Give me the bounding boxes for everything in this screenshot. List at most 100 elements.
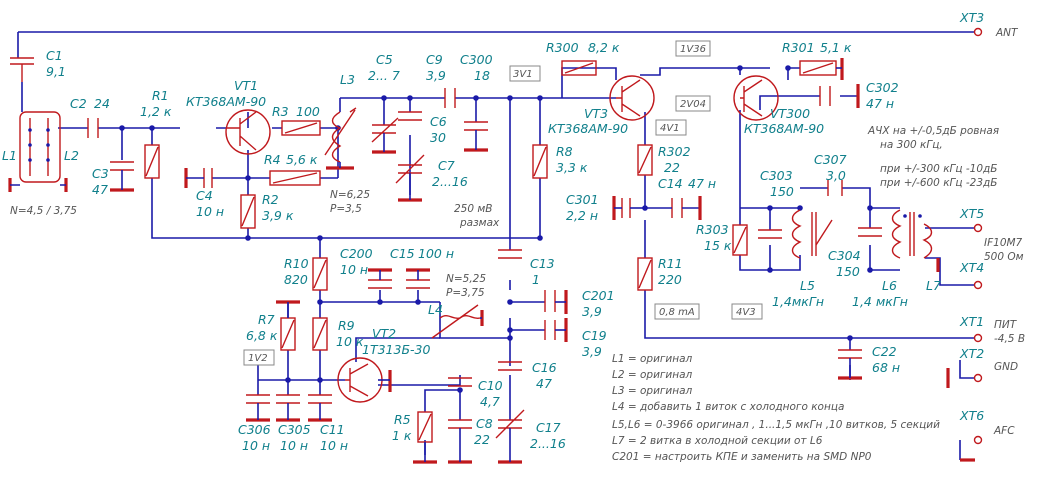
junctions <box>119 65 873 393</box>
r7-value: 6,8 к <box>246 328 278 343</box>
connector-labels: XT3 ANT XT5 IF10M7 500 Ом XT4 XT1 ПИТ -4… <box>959 10 1025 437</box>
c5-ref: C5 <box>376 52 393 67</box>
c301-value: 2,2 н <box>566 208 598 223</box>
c15-value: 100 н <box>418 246 454 261</box>
c8-value: 22 <box>474 432 490 447</box>
c3-ref: C3 <box>92 166 109 181</box>
c300-ref: C300 <box>460 52 493 67</box>
c17-ref: C17 <box>536 420 561 435</box>
c22-ref: C22 <box>872 344 897 359</box>
c306-ref: C306 <box>238 422 271 437</box>
component-labels: C1 9,1 C2 24 C3 47 R1 1,2 к VT1 КТ368АМ-… <box>2 40 941 453</box>
voltage-tags: 3V1 1V36 2V04 4V1 0,8 mA 4V3 1V2 <box>243 40 763 366</box>
vt300-value: КТ368АМ-90 <box>744 121 824 136</box>
r303-ref: R303 <box>696 222 729 237</box>
note-2: L2 = оригинал <box>612 369 693 381</box>
c300-value: 18 <box>474 68 490 83</box>
r5-ref: R5 <box>394 412 411 427</box>
r9-value: 10 к <box>336 334 364 349</box>
c303-ref: C303 <box>760 168 793 183</box>
vt3-value: КТ368АМ-90 <box>548 121 628 136</box>
c7-ref: C7 <box>438 158 455 173</box>
xt5-ref: XT5 <box>959 206 984 221</box>
c200-value: 10 н <box>340 262 368 277</box>
tag-1v2: 1V2 <box>248 353 268 364</box>
l3-pitch: P=3,5 <box>330 203 362 215</box>
c307-ref: C307 <box>814 152 847 167</box>
wires <box>17 31 975 460</box>
r5-value: 1 к <box>392 428 412 443</box>
r301-ref: R301 <box>782 40 815 55</box>
l1-ref: L1 <box>2 148 17 163</box>
l3-ref: L3 <box>340 72 355 87</box>
note-6: L7 = 2 витка в холодной секции от L6 <box>612 435 823 447</box>
c201-value: 3,9 <box>582 304 602 319</box>
c11-value: 10 н <box>320 438 348 453</box>
c305-value: 10 н <box>280 438 308 453</box>
xt4-ref: XT4 <box>959 260 984 275</box>
r300-value: 8,2 к <box>588 40 620 55</box>
swing-label: размах <box>459 217 500 229</box>
l7-ref: L7 <box>926 278 941 293</box>
xt2-label: GND <box>994 361 1018 373</box>
c6-value: 30 <box>430 130 446 145</box>
tag-0-8ma: 0,8 mA <box>659 307 695 318</box>
atten-line-2: при +/-600 кГц -23дБ <box>880 177 997 189</box>
c16-ref: C16 <box>532 360 557 375</box>
vt300-ref: VT300 <box>770 106 810 121</box>
c1-ref: C1 <box>46 48 63 63</box>
c6-ref: C6 <box>430 114 447 129</box>
vt1-ref: VT1 <box>234 78 258 93</box>
c302-ref: C302 <box>866 80 899 95</box>
c7-value: 2...16 <box>432 174 468 189</box>
note-7: С201 = настроить КПЕ и заменить на SMD N… <box>612 451 872 463</box>
c14-ref: C14 <box>658 176 683 191</box>
c11-ref: C11 <box>320 422 345 437</box>
r1-value: 1,2 к <box>140 104 172 119</box>
vt1-value: КТ368АМ-90 <box>186 94 266 109</box>
xt6-ref: XT6 <box>959 408 984 423</box>
c2-ref: C2 <box>70 96 87 111</box>
c307-value: 3,0 <box>826 168 846 183</box>
note-5: L5,L6 = 0-3966 оригинал , 1...1,5 мкГн ,… <box>612 419 940 431</box>
xt5-label: IF10M7 <box>984 237 1023 249</box>
r301-value: 5,1 к <box>820 40 852 55</box>
xt2-ref: XT2 <box>959 346 984 361</box>
c10-ref: C10 <box>478 378 503 393</box>
r300-ref: R300 <box>546 40 579 55</box>
r9-ref: R9 <box>338 318 355 333</box>
l4-ref: L4 <box>428 302 443 317</box>
c15-ref: C15 <box>390 246 415 261</box>
vt2-ref: VT2 <box>372 326 396 341</box>
c22-value: 68 н <box>872 360 900 375</box>
c19-value: 3,9 <box>582 344 602 359</box>
c303-value: 150 <box>770 184 794 199</box>
c304-ref: C304 <box>828 248 861 263</box>
tag-1v36: 1V36 <box>680 44 706 55</box>
r4-value: 5,6 к <box>286 152 318 167</box>
r10-value: 820 <box>284 272 308 287</box>
c304-value: 150 <box>836 264 860 279</box>
r11-ref: R11 <box>658 256 683 271</box>
c9-ref: C9 <box>426 52 443 67</box>
r303-value: 15 к <box>704 238 732 253</box>
c5-value: 2... 7 <box>368 68 400 83</box>
c4-value: 10 н <box>196 204 224 219</box>
c17-value: 2...16 <box>530 436 566 451</box>
c16-value: 47 <box>536 376 552 391</box>
c3-value: 47 <box>92 182 108 197</box>
annotations: 250 мВ размах АЧХ на +/-0,5дБ ровная на … <box>454 125 999 463</box>
l2-ref: L2 <box>64 148 79 163</box>
r11-value: 220 <box>658 272 682 287</box>
tag-4v3: 4V3 <box>736 307 756 318</box>
c301-ref: C301 <box>566 192 599 207</box>
xt1-sub: -4,5 В <box>994 333 1025 345</box>
c2-value: 24 <box>94 96 110 111</box>
xt1-label: ПИТ <box>994 319 1018 331</box>
tag-4v1: 4V1 <box>660 123 680 134</box>
r8-value: 3,3 к <box>556 160 588 175</box>
xt3-label: ANT <box>995 27 1019 39</box>
r8-ref: R8 <box>556 144 573 159</box>
tag-2v04: 2V04 <box>680 99 706 110</box>
